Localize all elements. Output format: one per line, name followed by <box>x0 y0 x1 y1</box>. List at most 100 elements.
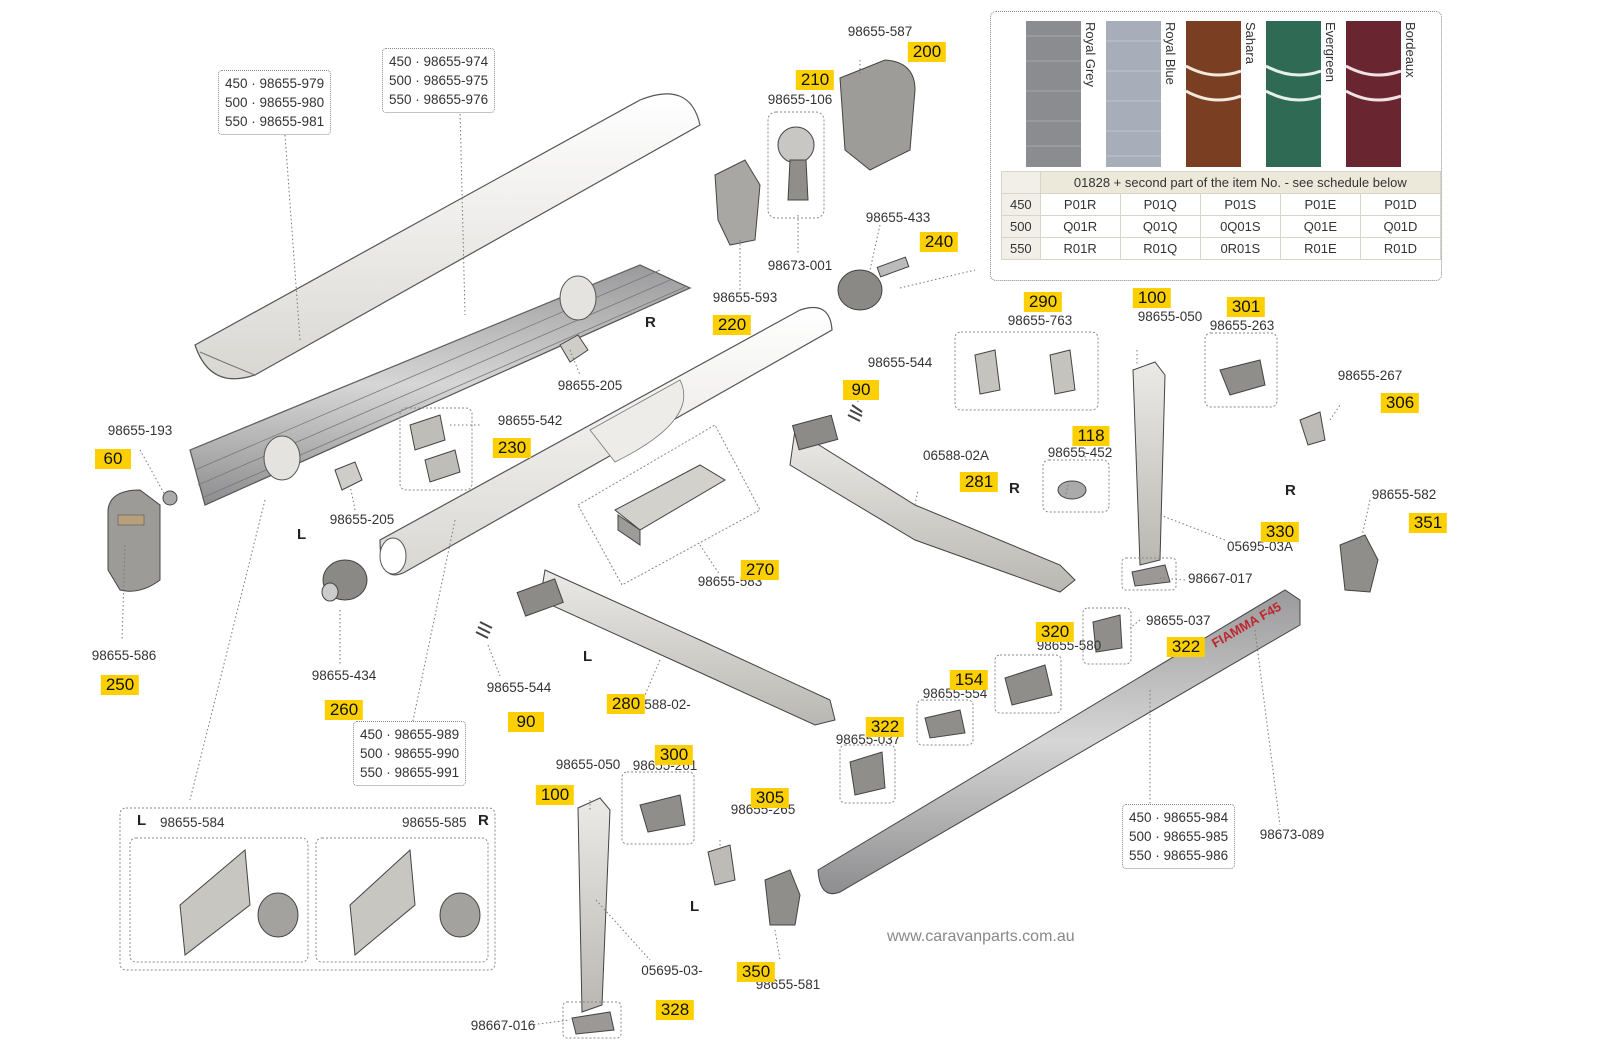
part-number: 98655-582 <box>1371 487 1437 502</box>
item-badge: 100 <box>535 785 575 805</box>
case-option: 450 · 98655-974 <box>389 54 489 69</box>
swatch-royal-blue <box>1106 21 1161 167</box>
cover-option: 450 · 98655-979 <box>225 76 325 91</box>
item-badge: 260 <box>324 700 364 720</box>
part-number: 98655-037 <box>1146 613 1211 628</box>
roller-end-plug-left <box>321 559 368 602</box>
case-option: 550 · 98655-976 <box>389 92 489 107</box>
part-number: 05695-03- <box>641 963 703 978</box>
part-number: 06588-02A <box>922 448 990 463</box>
part-number: 98655-542 <box>497 413 563 428</box>
gear-box-210 <box>767 111 825 219</box>
part-number: 98655-205 <box>557 378 623 393</box>
item-badge: 250 <box>100 675 140 695</box>
front-rail-option: 500 · 98655-985 <box>1129 829 1229 844</box>
clip-205-top <box>559 334 589 363</box>
clip-205-bottom <box>334 461 363 491</box>
swatch-evergreen <box>1265 21 1322 167</box>
part-351 <box>1339 534 1379 593</box>
table-header: 01828 + second part of the item No. - se… <box>1039 171 1442 194</box>
code-cell: Q01R <box>1039 215 1121 238</box>
fabric-colour-panel: Royal Grey Royal Blue Sahara Evergreen B… <box>990 11 1442 281</box>
side-label: L <box>583 648 593 665</box>
part-number: 98655-263 <box>1209 318 1275 333</box>
swatch-name: Royal Grey <box>1083 22 1098 88</box>
box-322-bottom <box>839 744 896 804</box>
code-cell: R01D <box>1359 237 1442 260</box>
swatch-name: Bordeaux <box>1403 22 1418 78</box>
item-badge: 100 <box>1132 288 1172 308</box>
item-badge: 154 <box>949 670 989 690</box>
side-label: R <box>478 812 489 829</box>
item-badge: 281 <box>959 472 999 492</box>
front-rail-options: 450 · 98655-984 500 · 98655-985 550 · 98… <box>1122 804 1236 869</box>
arm-280 <box>516 569 836 726</box>
side-label: R <box>1285 482 1296 499</box>
website-url: www.caravanparts.com.au <box>887 928 1075 945</box>
fabric-code-table: 01828 + second part of the item No. - se… <box>1001 171 1442 260</box>
kit-boxes <box>119 807 496 971</box>
cover-options: 450 · 98655-979 500 · 98655-980 550 · 98… <box>218 70 332 135</box>
side-label: L <box>297 526 307 543</box>
awning-cover <box>194 93 701 380</box>
code-cell: Q01D <box>1359 215 1442 238</box>
case-option: 500 · 98655-975 <box>389 73 489 88</box>
item-badge: 322 <box>865 717 905 737</box>
item-badge: 90 <box>508 712 544 732</box>
swatch-royal-grey <box>1026 21 1081 167</box>
size-cell: 550 <box>1001 237 1041 260</box>
part-number: 98655-587 <box>847 24 913 39</box>
part-number: 98655-593 <box>712 290 778 305</box>
part-number: 98673-089 <box>1259 827 1325 842</box>
item-badge: 270 <box>740 560 780 580</box>
case-options: 450 · 98655-974 500 · 98655-975 550 · 98… <box>382 48 496 113</box>
box-154 <box>916 699 974 746</box>
roller-end-plug-right <box>837 256 910 311</box>
item-badge: 320 <box>1035 622 1075 642</box>
part-306 <box>1299 411 1326 446</box>
cover-option: 500 · 98655-980 <box>225 95 325 110</box>
front-rail-option: 550 · 98655-986 <box>1129 848 1229 863</box>
code-cell: 0R01S <box>1199 237 1281 260</box>
item-badge: 60 <box>95 449 131 469</box>
item-badge: 280 <box>606 694 646 714</box>
item-badge: 330 <box>1260 522 1300 542</box>
item-badge: 118 <box>1072 426 1110 446</box>
code-cell: R01R <box>1039 237 1121 260</box>
side-label: R <box>1009 480 1020 497</box>
part-number: 98655-050 <box>555 757 621 772</box>
box-301 <box>1204 332 1278 408</box>
side-label: L <box>137 812 147 829</box>
table-row: 500 Q01R Q01Q 0Q01S Q01E Q01D <box>1001 215 1442 238</box>
part-number: 98655-452 <box>1047 445 1113 460</box>
side-label: L <box>690 898 700 915</box>
item-badge: 322 <box>1166 637 1206 657</box>
item-badge: 220 <box>712 315 752 335</box>
roller-option: 550 · 98655-991 <box>360 765 460 780</box>
table-row: 550 R01R R01Q 0R01S R01E R01D <box>1001 237 1442 260</box>
part-305 <box>707 844 736 886</box>
code-cell: P01S <box>1199 193 1281 216</box>
swatch-name: Sahara <box>1243 22 1258 64</box>
code-cell: Q01Q <box>1119 215 1201 238</box>
box-320 <box>994 654 1062 714</box>
item-badge: 328 <box>655 1000 695 1020</box>
item-badge: 306 <box>1380 393 1420 413</box>
roller-tube <box>379 306 833 576</box>
roller-options: 450 · 98655-989 500 · 98655-990 550 · 98… <box>353 721 467 786</box>
part-number: 98655-193 <box>107 423 173 438</box>
code-cell: P01D <box>1359 193 1442 216</box>
box-322-top <box>1082 607 1132 665</box>
spring-90-bottom <box>475 621 493 639</box>
item-badge: 351 <box>1408 513 1448 533</box>
part-number: 05695-03A <box>1226 539 1294 554</box>
arm-281 <box>789 414 1076 593</box>
part-number: 98655-544 <box>867 355 933 370</box>
part-number: 98655-586 <box>91 648 157 663</box>
box-290 <box>954 331 1099 411</box>
kit-right-number: 98655-585 <box>402 815 467 830</box>
part-number: 98655-267 <box>1337 368 1403 383</box>
size-cell: 500 <box>1001 215 1041 238</box>
